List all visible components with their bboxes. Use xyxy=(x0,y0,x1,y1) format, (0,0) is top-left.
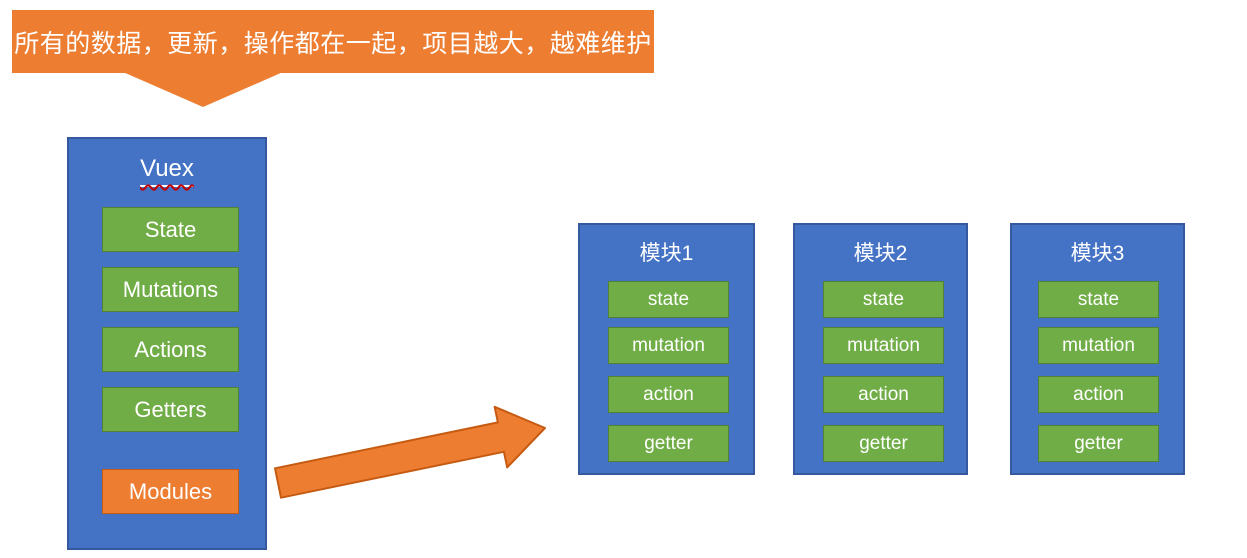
module-3-item-action: action xyxy=(1038,376,1159,413)
module-panel-1: 模块1 state mutation action getter xyxy=(578,223,755,475)
module-2-item-mutation: mutation xyxy=(823,327,944,364)
vuex-panel-title: Vuex xyxy=(69,155,265,187)
callout-note-text: 所有的数据，更新，操作都在一起，项目越大，越难维护 xyxy=(14,29,652,58)
vuex-item-actions: Actions xyxy=(102,327,239,372)
callout-pointer-icon xyxy=(123,72,283,107)
module-2-item-action: action xyxy=(823,376,944,413)
vuex-item-modules: Modules xyxy=(102,469,239,514)
module-3-item-getter: getter xyxy=(1038,425,1159,462)
module-3-title: 模块3 xyxy=(1070,242,1125,265)
vuex-title-text: Vuex xyxy=(140,155,194,187)
module-panel-3: 模块3 state mutation action getter xyxy=(1010,223,1185,475)
module-1-item-getter: getter xyxy=(608,425,729,462)
vuex-item-getters: Getters xyxy=(102,387,239,432)
module-3-item-state: state xyxy=(1038,281,1159,318)
vuex-item-mutations: Mutations xyxy=(102,267,239,312)
module-1-item-action: action xyxy=(608,376,729,413)
module-1-item-mutation: mutation xyxy=(608,327,729,364)
module-panel-2: 模块2 state mutation action getter xyxy=(793,223,968,475)
module-2-item-getter: getter xyxy=(823,425,944,462)
module-1-item-state: state xyxy=(608,281,729,318)
modules-arrow-icon xyxy=(274,405,546,499)
callout-note: 所有的数据，更新，操作都在一起，项目越大，越难维护 xyxy=(12,10,654,73)
module-3-item-mutation: mutation xyxy=(1038,327,1159,364)
module-2-title: 模块2 xyxy=(853,242,908,265)
module-1-title: 模块1 xyxy=(639,242,694,265)
vuex-panel: Vuex State Mutations Actions Getters Mod… xyxy=(67,137,267,550)
module-2-item-state: state xyxy=(823,281,944,318)
vuex-item-state: State xyxy=(102,207,239,252)
